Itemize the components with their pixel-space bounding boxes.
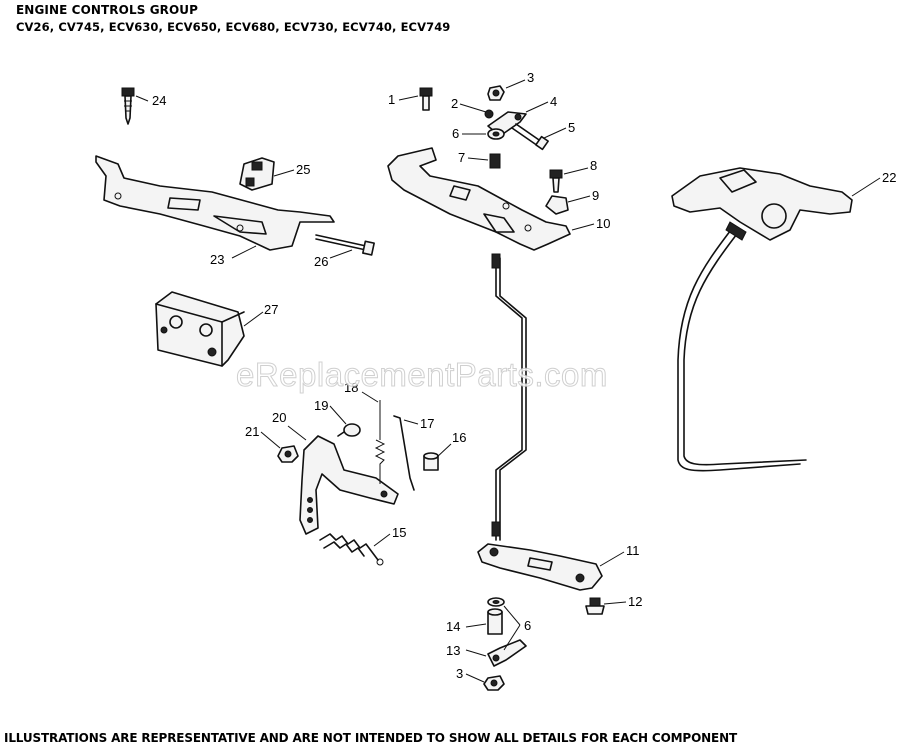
model-list: CV26, CV745, ECV630, ECV650, ECV680, ECV… [16, 20, 451, 34]
part-27-mounting-block[interactable] [155, 291, 245, 367]
callout-27: 27 [264, 302, 278, 317]
part-15-spring[interactable] [319, 533, 384, 566]
callout-25: 25 [296, 162, 310, 177]
callout-17: 17 [420, 416, 434, 431]
callout-14: 14 [446, 619, 460, 634]
control-rod[interactable] [491, 253, 527, 541]
callout-3-lower: 3 [456, 666, 463, 681]
part-24-screw[interactable] [121, 87, 135, 125]
callout-21: 21 [245, 424, 259, 439]
part-17-link-rod[interactable] [393, 415, 415, 491]
callout-10: 10 [596, 216, 610, 231]
part-14-spacer[interactable] [487, 608, 503, 635]
part-5-bolt[interactable] [511, 123, 549, 151]
part-12-screw[interactable] [585, 597, 605, 615]
callout-3: 3 [527, 70, 534, 85]
part-16-bushing[interactable] [423, 452, 439, 471]
callout-18: 18 [344, 380, 358, 395]
watermark: eReplacementParts.com [236, 356, 608, 394]
callout-7: 7 [458, 150, 465, 165]
callout-19: 19 [314, 398, 328, 413]
part-7-spring[interactable] [489, 153, 501, 169]
callout-1: 1 [388, 92, 395, 107]
callout-5: 5 [568, 120, 575, 135]
part-21-nut[interactable] [277, 445, 299, 463]
callout-6-lower: 6 [524, 618, 531, 633]
callout-12: 12 [628, 594, 642, 609]
callout-13: 13 [446, 643, 460, 658]
leader-lines [135, 79, 881, 683]
part-2-nut[interactable] [484, 109, 494, 119]
callout-20: 20 [272, 410, 286, 425]
callout-11: 11 [626, 543, 640, 558]
part-25-clip[interactable] [239, 157, 275, 191]
part-8-screw[interactable] [549, 169, 563, 193]
part-18-spring[interactable] [374, 400, 386, 484]
callout-24: 24 [152, 93, 166, 108]
callout-16: 16 [452, 430, 466, 445]
part-20-governor-lever[interactable] [299, 435, 399, 535]
part-19-pin[interactable] [337, 423, 361, 437]
part-9-clip[interactable] [545, 195, 569, 215]
callout-9: 9 [592, 188, 599, 203]
part-1-screw[interactable] [419, 87, 433, 111]
diagram-title: ENGINE CONTROLS GROUP [16, 3, 199, 17]
part-22-throttle-cable[interactable] [671, 167, 853, 472]
part-3-nut[interactable] [487, 85, 505, 101]
callout-2: 2 [451, 96, 458, 111]
part-23-control-bracket[interactable] [95, 155, 335, 251]
callout-23: 23 [210, 252, 224, 267]
callout-labels: 1 2 3 4 5 6 7 8 9 10 11 12 13 14 6 3 15 … [152, 70, 896, 681]
part-10-throttle-plate[interactable] [387, 147, 571, 251]
part-6-washer-lower[interactable] [487, 597, 505, 607]
footer-disclaimer: ILLUSTRATIONS ARE REPRESENTATIVE AND ARE… [4, 731, 737, 745]
part-6-washer[interactable] [487, 128, 505, 140]
callout-6: 6 [452, 126, 459, 141]
callout-4: 4 [550, 94, 557, 109]
part-26-screw[interactable] [315, 234, 375, 256]
callout-26: 26 [314, 254, 328, 269]
callout-22: 22 [882, 170, 896, 185]
callout-8: 8 [590, 158, 597, 173]
part-3-nut-lower[interactable] [483, 675, 505, 691]
part-11-lower-plate[interactable] [477, 543, 603, 591]
part-13-link[interactable] [487, 639, 527, 667]
callout-15: 15 [392, 525, 406, 540]
